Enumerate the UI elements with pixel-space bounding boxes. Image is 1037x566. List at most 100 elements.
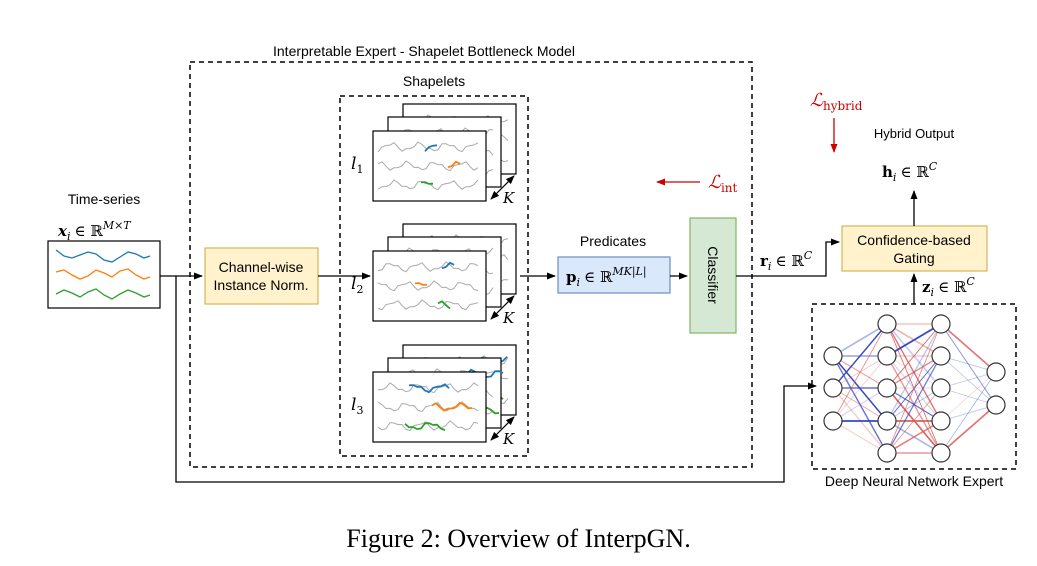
time-series-blue [55,249,151,263]
shapelet-group-label: l1 [351,154,363,176]
dnn-edge [886,387,942,454]
dnn-edge [940,371,997,422]
time-series-orange [55,268,151,280]
dnn-node [877,411,897,431]
dnn-edge [832,420,888,454]
time-series-green [55,288,151,300]
shapelet-highlight [414,282,428,286]
shapelet-highlight [431,401,473,412]
shapelet-bg-series [377,420,479,432]
shapelet-highlight [447,160,461,169]
k-depth-arrow [490,295,515,320]
dnn-edge [886,323,942,389]
k-label: K [502,189,515,207]
interpretable-expert-frame [189,61,753,468]
dnn-edge [832,355,888,422]
dnn-edge [832,323,888,422]
arrow-classifier-to-gating [736,238,840,277]
dnn-edge [940,355,997,406]
shapelet-card [372,130,487,202]
dnn-expert-title: Deep Neural Network Expert [825,473,1003,489]
dnn-edge [832,323,888,357]
shapelet-highlight [420,181,434,185]
dnn-edge [940,371,997,454]
hybrid-output-title: Hybrid Output [874,126,955,141]
dnn-node [877,378,897,398]
dnn-node [931,443,951,463]
shapelet-group-label: l2 [351,274,363,296]
shapelet-highlight [408,383,450,394]
loss-int-label: ℒint [708,172,738,195]
dnn-network [823,314,1006,463]
shapelet-group-1: l1K [351,103,517,207]
dnn-edge [886,323,942,357]
dnn-edge [886,323,942,422]
dnn-node [823,411,843,431]
shapelet-group-3: l3K [351,344,517,448]
dnn-node [931,314,951,334]
dnn-node [823,346,843,366]
shapelet-bg-series [377,299,479,311]
predicates-box [557,256,671,294]
shapelet-bg-series [377,160,479,172]
k-depth-arrow [490,416,515,441]
shapelet-bg-series [377,261,479,273]
predicates-formula: pi∈ ℝMK|L| [566,265,647,289]
dnn-edge [886,420,942,454]
dnn-edge [832,355,888,454]
dnn-edge [832,387,888,422]
dnn-node [931,346,951,366]
r-formula: ri∈ ℝC [760,249,813,273]
gating-box [841,225,988,272]
shapelet-highlight [404,422,446,431]
figure-caption: Figure 2: Overview of InterpGN. [346,524,691,553]
gating-label-line1: Confidence-based [857,232,971,248]
shapelet-bg-series [378,382,479,394]
dnn-edge [832,387,888,422]
dnn-node [986,362,1006,382]
dnn-expert-frame [811,303,1017,470]
shapelet-group-label: l3 [351,395,363,417]
shapelets-title: Shapelets [403,73,465,89]
dnn-edge [940,323,997,373]
dnn-node [931,411,951,431]
dnn-edge [940,404,997,454]
dnn-edge [886,355,942,454]
dnn-edge [886,355,942,389]
k-label: K [502,430,515,448]
interpretable-expert-title: Interpretable Expert - Shapelet Bottlene… [273,43,575,59]
time-series-title: Time-series [68,191,141,207]
shapelet-highlight [437,300,451,310]
arrow-ts-to-dnn [175,276,817,483]
dnn-node [877,314,897,334]
dnn-node [877,443,897,463]
shapelet-bg-series [377,280,479,292]
dnn-edge [940,323,997,406]
h-formula: hi∈ ℝC [882,160,938,184]
classifier-box [689,217,737,334]
instance-norm-box [204,247,319,305]
time-series-box [47,240,161,309]
shapelet-group-2: l2K [351,223,517,327]
predicates-title: Predicates [580,233,646,249]
shapelet-highlight [441,261,455,270]
dnn-edge [832,323,888,389]
shapelet-highlight [424,144,438,152]
k-label: K [502,309,515,327]
dnn-node [823,378,843,398]
classifier-label: Classifier [705,246,721,304]
instance-norm-label-line2: Instance Norm. [214,277,309,293]
gating-label-line2: Gating [893,250,934,266]
time-series-formula: xi∈ ℝM×T [57,219,132,243]
dnn-node [931,378,951,398]
shapelets-frame [339,95,529,457]
dnn-edge [886,323,942,454]
loss-hybrid-label: ℒhybrid [810,90,863,113]
dnn-node [986,395,1006,415]
instance-norm-label-line1: Channel-wise [219,259,304,275]
dnn-node [877,346,897,366]
z-formula: zi∈ ℝC [922,275,975,299]
k-depth-arrow [490,175,515,200]
